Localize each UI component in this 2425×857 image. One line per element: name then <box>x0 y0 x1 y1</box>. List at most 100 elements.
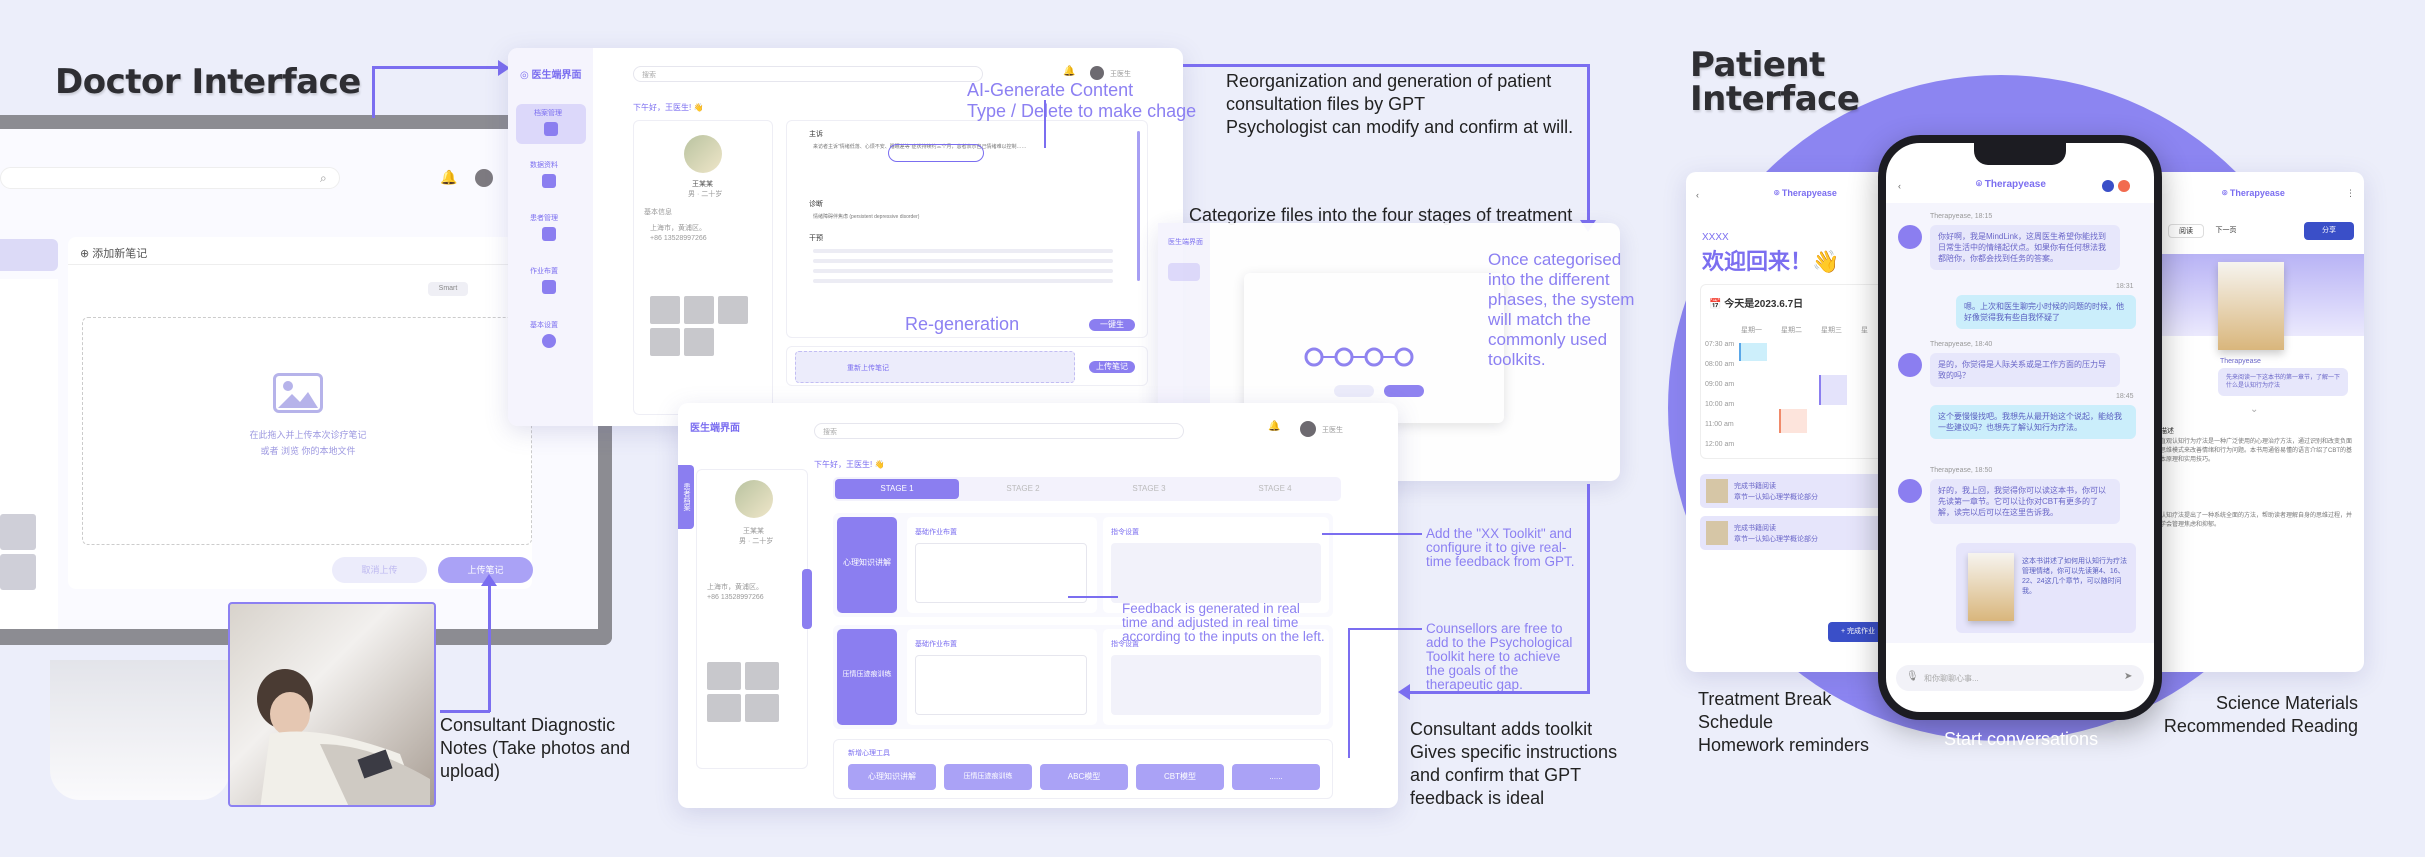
patient-left-labels: Treatment Break Schedule Homework remind… <box>1698 689 1870 755</box>
read-tab[interactable]: 阅读 <box>2168 224 2204 238</box>
reorg-annotation: Reorganization and generation of patient… <box>1226 71 1574 137</box>
toolkit-row-1: 心理知识讲解 基础作业布置 指令设置 <box>833 513 1333 617</box>
doctor-avatar[interactable] <box>1090 66 1104 80</box>
welcome-text: 欢迎回来！👋 <box>1702 249 1840 274</box>
phone-mockup: ‹ ⌾ Therapyease Therapyease, 18:15 你好啊，我… <box>1878 135 2162 720</box>
chat-message: 你好啊，我是MindLink，这周医生希望你能找到日常生活中的情绪起伏点。如果你… <box>1930 225 2120 270</box>
toolkit-btn-1[interactable]: 心理知识讲解 <box>848 764 936 790</box>
file-icon <box>544 122 558 136</box>
book-recommendation[interactable]: 这本书讲述了如何用认知行为疗法管理情绪，你可以先读第4、16、22、24这几个章… <box>1956 543 2136 633</box>
notification-bell-icon[interactable]: 🔔 <box>1063 66 1076 77</box>
close-icon[interactable] <box>2118 180 2130 192</box>
sidebar-item-homework[interactable]: 作业布置 <box>530 266 558 294</box>
regenerate-button[interactable]: 一键生 <box>1089 319 1135 331</box>
chat-message: 好的，我上回，我觉得你可以读这本书，你可以先读第一章节。它可以让你对CBT有更多… <box>1930 479 2120 524</box>
monitor-search-bar[interactable] <box>0 167 340 189</box>
chat-brand: ⌾ Therapyease <box>1976 179 2046 190</box>
doctor-avatar-2[interactable] <box>1300 421 1316 437</box>
regeneration-label: Re-generation <box>905 314 1020 334</box>
event-block[interactable] <box>1819 375 1847 405</box>
patient-interface-heading: Patient Interface <box>1690 45 1860 119</box>
counsellors-annotation: Counsellors are free to add to the Psych… <box>1426 621 1573 692</box>
chat-message: 是的，你觉得是人际关系或是工作方面的压力导致的吗？ <box>1930 353 2120 387</box>
brand-logo: ⌾ Therapyease <box>1774 188 1837 198</box>
users-icon <box>542 227 556 241</box>
stage-tabs: STAGE 1 STAGE 2 STAGE 3 STAGE 4 <box>833 477 1341 501</box>
search-input[interactable]: 搜索 <box>633 66 983 82</box>
consultant-notes-label: Consultant Diagnostic Notes (Take photos… <box>440 715 631 781</box>
mic-icon[interactable]: 🎙 <box>1906 671 1919 682</box>
patient-avatar <box>684 135 722 173</box>
patient-right-labels: Science Materials Recommended Reading <box>2163 693 2358 736</box>
patient-card-2: 王某某 男 · 二十岁 上海市，黄浦区。 +86 13528997266 <box>696 469 808 769</box>
event-block[interactable] <box>1779 409 1807 433</box>
stack-icon <box>542 280 556 294</box>
share-button[interactable]: 分享 <box>2304 222 2354 240</box>
consultant-adds-toolkit: Consultant adds toolkit Gives specific i… <box>1410 719 1618 808</box>
bot-avatar <box>1898 479 1922 503</box>
categorize-annotation: Categorize files into the four stages of… <box>1189 205 1573 225</box>
homework-item[interactable]: 完成书籍阅读 章节一认知心理学概论部分 <box>1700 516 1896 550</box>
bot-avatar <box>1898 225 1922 249</box>
bot-avatar <box>1898 353 1922 377</box>
bell-icon-2[interactable]: 🔔 <box>1268 421 1281 432</box>
tab-stage-2[interactable]: STAGE 2 <box>1006 484 1040 493</box>
sidebar-item-data[interactable]: 数据资料 <box>530 160 558 188</box>
stage-progress <box>1304 345 1414 369</box>
add-toolkit-panel: 新增心理工具 心理知识讲解 压情压迹痕训练 ABC模型 CBT模型 ...... <box>833 739 1333 799</box>
book-cover[interactable] <box>2218 262 2284 350</box>
upload-dropzone[interactable]: 在此拖入并上传本次诊疗笔记 或者 浏览 你的本地文件 <box>82 317 532 545</box>
once-categorised-annotation: Once categorised into the different phas… <box>1488 250 1635 369</box>
patient-files-tab[interactable]: 患者档案 <box>678 465 694 529</box>
sidebar-item-patients[interactable]: 患者管理 <box>530 213 558 241</box>
chat-message: 这个要慢慢找吧。我想先从最开始这个说起，能给我一些建议吗？也想先了解认知行为疗法… <box>1930 405 2136 439</box>
homework-item[interactable]: 完成书籍阅读 章节一认知心理学概论部分 <box>1700 474 1896 508</box>
sidebar-item-files[interactable]: 档案管理 <box>516 104 586 144</box>
stage-modal[interactable] <box>1244 273 1504 423</box>
doctor-file-screen: ◎ 医生端界面 档案管理 数据资料 患者管理 作业布置 基本设置 搜索 🔔 王医… <box>508 48 1183 426</box>
upload-hint: 在此拖入并上传本次诊疗笔记 <box>249 430 367 440</box>
blue-dot-icon[interactable] <box>2102 180 2114 192</box>
smart-toggle[interactable]: Smart <box>428 282 468 296</box>
toolkit-btn-more[interactable]: ...... <box>1232 764 1320 790</box>
upload-note-button[interactable]: 上传笔记 <box>1089 361 1135 373</box>
toolkit-row-2: 压情压迹痕训练 基础作业布置 指令设置 <box>833 625 1333 729</box>
collapse-handle[interactable] <box>802 569 812 629</box>
event-block[interactable] <box>1739 343 1767 361</box>
doctor-toolkit-screen: 医生端界面 搜索 🔔 王医生 下午好，王医生! 👋 患者档案 王某某 男 · 二… <box>678 403 1398 808</box>
sidebar-item-settings[interactable]: 基本设置 <box>530 320 558 348</box>
cancel-upload-button[interactable]: 取消上传 <box>332 557 427 583</box>
chevron-down-icon[interactable]: ⌄ <box>2250 404 2259 415</box>
calendar-icon <box>542 174 556 188</box>
search-input-2[interactable]: 搜索 <box>814 423 1184 439</box>
tab-stage-4[interactable]: STAGE 4 <box>1258 484 1292 493</box>
toolkit-btn-3[interactable]: ABC模型 <box>1040 764 1128 790</box>
bell-icon[interactable]: 🔔 <box>440 169 458 185</box>
send-icon[interactable]: ➤ <box>2124 671 2133 682</box>
next-tab[interactable]: 下一页 <box>2215 227 2237 234</box>
toolkit-btn-4[interactable]: CBT模型 <box>1136 764 1224 790</box>
complete-homework-button[interactable]: + 完成作业 <box>1828 622 1888 642</box>
chat-input[interactable]: 🎙 和你聊聊心事... ➤ <box>1896 665 2144 691</box>
tab-stage-3[interactable]: STAGE 3 <box>1132 484 1166 493</box>
phone-notch <box>1974 143 2066 165</box>
add-note-tab[interactable]: ⊕ 添加新笔记 <box>68 237 532 265</box>
doctor-interface-heading: Doctor Interface <box>55 62 361 102</box>
modal-cancel-button[interactable] <box>1334 385 1374 397</box>
book-cover-area <box>2148 254 2364 350</box>
patient-schedule-screen: ‹ ⌾ Therapyease XXXX 欢迎回来！👋 📅 今天是2023.6.… <box>1686 172 1896 672</box>
generated-file-panel[interactable]: 主诉 来访者主诉"情绪低落、心烦不安、睡眠差等"症状持续约三个月，患者表示自己情… <box>786 120 1148 338</box>
tab-stage-1[interactable]: STAGE 1 <box>835 479 959 499</box>
patient-card: 王某某 男 · 二十岁 基本信息 上海市，黄浦区。 +86 1352899726… <box>633 120 773 415</box>
gear-icon <box>542 334 556 348</box>
toolkit-btn-2[interactable]: 压情压迹痕训练 <box>944 764 1032 790</box>
upload-hint-browse[interactable]: 或者 浏览 你的本地文件 <box>260 446 356 456</box>
ai-generate-label: AI-Generate Content Type / Delete to mak… <box>967 80 1197 121</box>
avatar[interactable] <box>475 169 493 187</box>
modal-confirm-button[interactable] <box>1384 385 1424 397</box>
reupload-note-bar[interactable]: 重新上传笔记 上传笔记 <box>786 346 1148 386</box>
schedule-card: 📅 今天是2023.6.7日 星期一 星期二 星期三 星 07:30 am 08… <box>1700 284 1896 459</box>
search-icon[interactable]: ⌕ <box>320 171 327 185</box>
patient-reading-screen: ⌾ Therapyease ⋮ 阅读 下一页 分享 Therapyease 先来… <box>2148 172 2364 672</box>
monitor-stand <box>50 660 230 800</box>
